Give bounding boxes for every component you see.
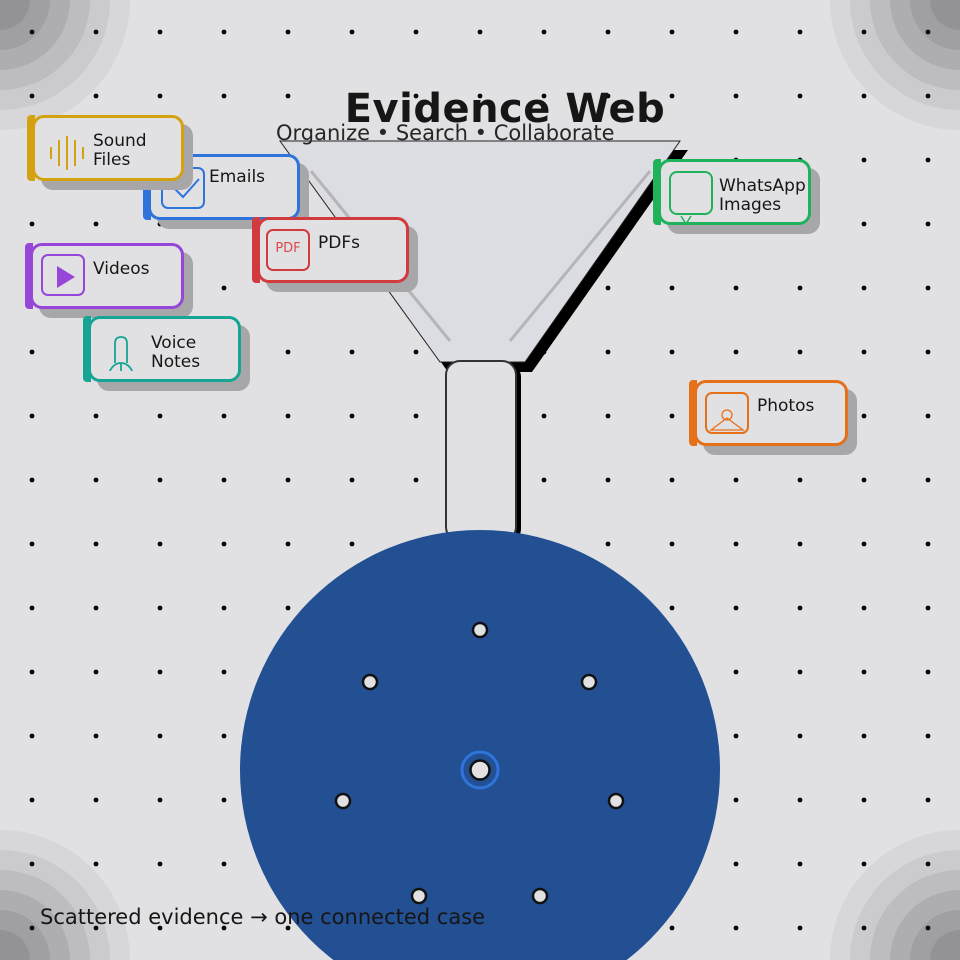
card-label: PDFs bbox=[318, 233, 360, 253]
card-accent-bar bbox=[25, 243, 33, 309]
card-label: Voice Notes bbox=[151, 333, 201, 372]
funnel bbox=[279, 140, 688, 543]
page-title: Evidence Web bbox=[344, 86, 666, 132]
card-accent-bar bbox=[689, 380, 697, 446]
hub-node bbox=[410, 887, 428, 905]
hub-node bbox=[334, 792, 352, 810]
card-videos[interactable]: Videos bbox=[25, 243, 184, 309]
card-accent-bar bbox=[252, 217, 260, 283]
hub-node bbox=[471, 621, 489, 639]
play-icon bbox=[41, 254, 85, 296]
card-accent-bar bbox=[83, 316, 91, 382]
card-photos[interactable]: Photos bbox=[689, 380, 848, 446]
card-label: Videos bbox=[93, 259, 150, 279]
center-node-ring bbox=[460, 750, 500, 790]
card-pdfs[interactable]: PDF PDFs bbox=[252, 217, 409, 283]
card-voice-notes[interactable]: Voice Notes bbox=[83, 316, 241, 382]
center-node[interactable] bbox=[469, 759, 491, 781]
hub-node bbox=[607, 792, 625, 810]
card-label: WhatsApp Images bbox=[719, 176, 806, 215]
card-accent-bar bbox=[143, 154, 151, 220]
card-sound-files[interactable]: Sound Files bbox=[27, 115, 184, 181]
pdf-icon: PDF bbox=[266, 229, 310, 271]
hub-node bbox=[531, 887, 549, 905]
hub-circle bbox=[240, 530, 720, 960]
waveform-icon bbox=[45, 128, 89, 170]
card-accent-bar bbox=[653, 159, 661, 225]
chat-bubble-icon bbox=[669, 171, 713, 226]
image-icon bbox=[705, 392, 749, 434]
hub-node bbox=[580, 673, 598, 691]
page-subtitle: Organize • Search • Collaborate bbox=[276, 121, 615, 145]
card-label: Emails bbox=[209, 167, 266, 187]
caption: Scattered evidence → one connected case bbox=[40, 905, 486, 929]
card-whatsapp-images[interactable]: WhatsApp Images bbox=[653, 159, 811, 226]
hub-node bbox=[361, 673, 379, 691]
card-label: Photos bbox=[757, 396, 815, 416]
microphone-icon bbox=[101, 329, 145, 375]
card-label: Sound Files bbox=[93, 131, 147, 170]
case-hub bbox=[240, 530, 720, 960]
card-accent-bar bbox=[27, 115, 35, 181]
